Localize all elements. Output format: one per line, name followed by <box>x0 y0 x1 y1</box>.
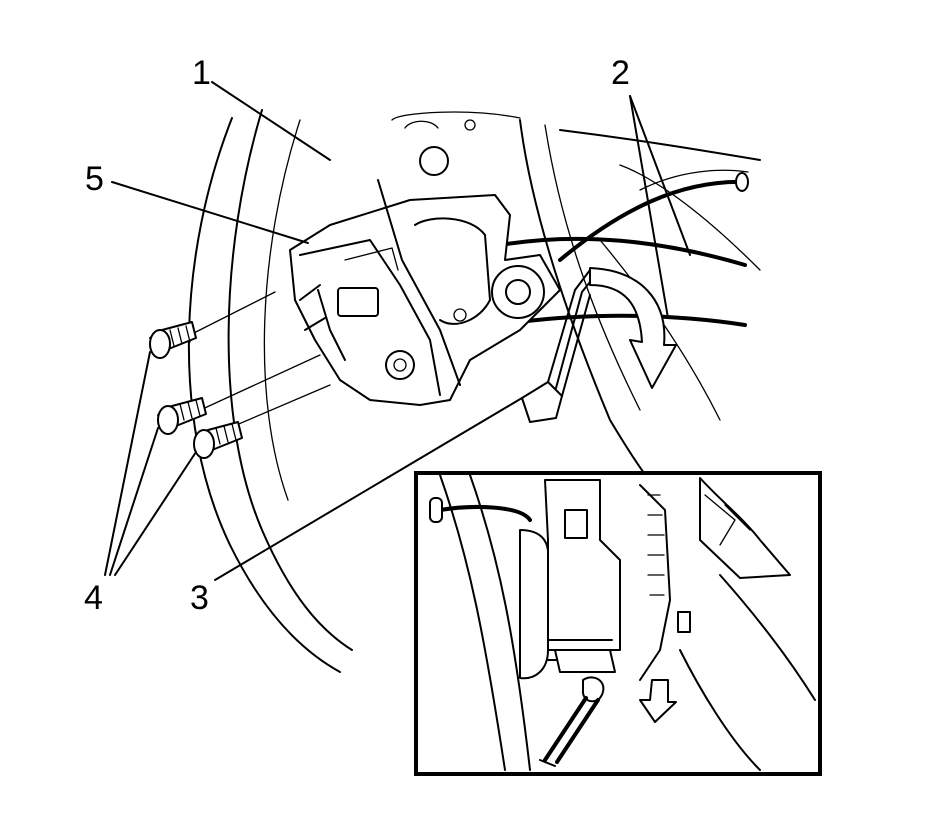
door-latch-assembly <box>289 179 561 406</box>
callout-5: 5 <box>85 160 104 198</box>
callout-3: 3 <box>190 579 209 617</box>
callout-4: 4 <box>84 579 103 617</box>
callout-2: 2 <box>611 54 630 92</box>
callout-leader-lines <box>104 81 691 581</box>
removal-direction-arrow <box>589 267 677 389</box>
callout-1: 1 <box>192 54 211 92</box>
bolt-icon <box>157 397 207 435</box>
bolt-icon <box>149 321 197 359</box>
bolt-icon <box>193 421 243 459</box>
inset-detail <box>414 471 822 776</box>
latch-bolts <box>149 291 331 459</box>
